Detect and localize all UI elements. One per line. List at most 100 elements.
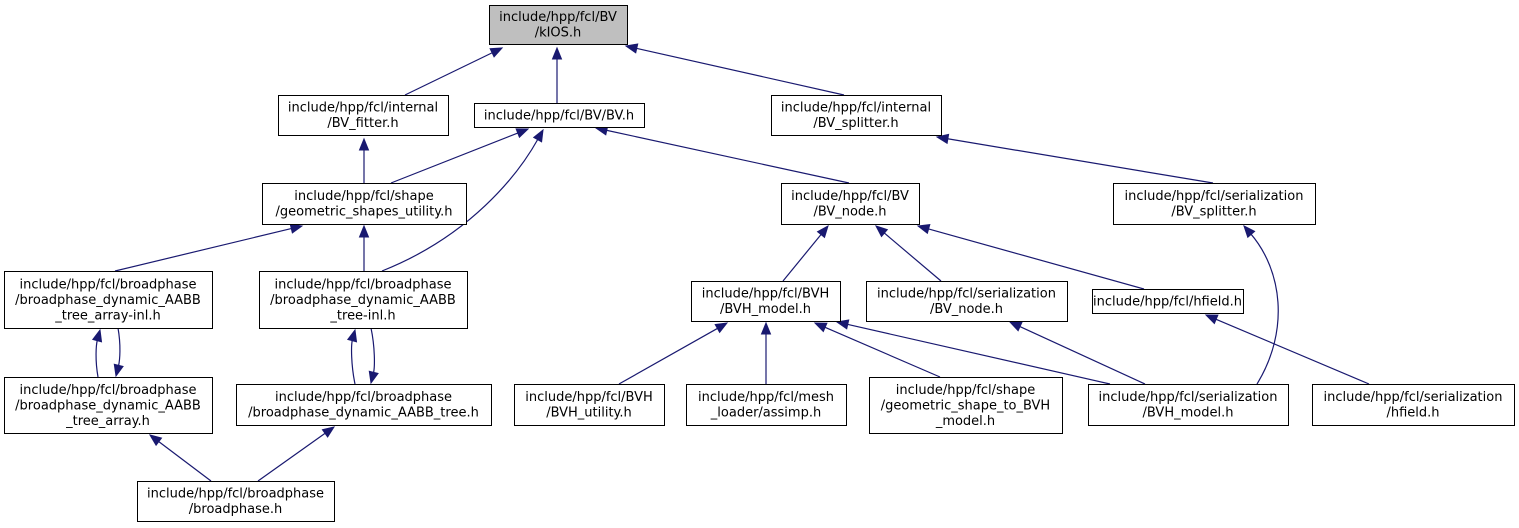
edge-ser_hfield-to-hfield xyxy=(1204,314,1370,385)
edge-geom_util-to-bv_h xyxy=(390,128,530,184)
node-box xyxy=(869,377,1063,434)
node-bp-tree[interactable]: include/hpp/fcl/broadphase/broadphase_dy… xyxy=(236,384,492,426)
arrowhead xyxy=(835,319,850,330)
node-hfield[interactable]: include/hpp/fcl/hfield.h xyxy=(1092,289,1244,314)
edge-bv_fitter-to-kios xyxy=(404,47,504,96)
node-bvh-model[interactable]: include/hpp/fcl/BVH/BVH_model.h xyxy=(691,281,841,322)
arrowhead xyxy=(489,47,504,58)
edge-broadphase-to-bp_tree xyxy=(257,426,336,482)
node-label-line: include/hpp/fcl/BV xyxy=(791,189,909,204)
edge-ser_bvh_model-to-ser_bv_node xyxy=(1008,321,1146,385)
edge-bvh_utility-to-bvh_model xyxy=(618,322,729,385)
node-label-line: /BVH_utility.h xyxy=(546,406,632,421)
arrowhead xyxy=(358,137,370,151)
edge-ser_bv_node-to-bv_node xyxy=(874,225,942,282)
edge-broadphase-to-bp_tree_array xyxy=(148,434,212,482)
node-bp-tree-array-inl[interactable]: include/hpp/fcl/broadphase/broadphase_dy… xyxy=(4,271,213,329)
edge-line xyxy=(390,132,519,184)
node-box xyxy=(1312,384,1515,426)
edge-line xyxy=(846,323,1111,385)
edge-assimp-to-bvh_model xyxy=(760,321,772,384)
edge-line xyxy=(1018,325,1146,385)
node-ser-bv-splitter[interactable]: include/hpp/fcl/serialization/BV_splitte… xyxy=(1113,183,1316,225)
node-bv-splitter[interactable]: include/hpp/fcl/internal/BV_splitter.h xyxy=(771,95,942,136)
node-label-line: _tree_array.h xyxy=(65,414,150,429)
edge-line xyxy=(782,233,823,282)
edge-bp_tree_inl-to-bv_h xyxy=(381,128,544,272)
arrowhead xyxy=(358,224,370,238)
edge-line xyxy=(117,327,121,367)
node-label-line: /broadphase.h xyxy=(189,502,282,517)
node-kios[interactable]: include/hpp/fcl/BV/kIOS.h xyxy=(489,5,628,45)
edge-bv_h-to-kios xyxy=(551,46,563,103)
node-box xyxy=(262,183,467,225)
node-bvh-utility[interactable]: include/hpp/fcl/BVH/BVH_utility.h xyxy=(514,384,665,426)
edge-geom_to_bvh-to-bvh_model xyxy=(813,322,941,378)
edge-bv_splitter-to-kios xyxy=(624,43,845,96)
node-assimp[interactable]: include/hpp/fcl/mesh_loader/assimp.h xyxy=(686,384,847,426)
node-label-line: _model.h xyxy=(935,414,995,429)
node-box xyxy=(137,481,335,522)
arrowhead xyxy=(368,370,379,385)
edge-line xyxy=(927,228,1145,290)
arrowhead xyxy=(1008,321,1023,332)
arrowhead xyxy=(1204,314,1219,325)
node-label-line: include/hpp/fcl/broadphase xyxy=(274,277,451,292)
node-box xyxy=(278,95,449,136)
node-geom-to-bvh[interactable]: include/hpp/fcl/shape/geometric_shape_to… xyxy=(869,377,1063,434)
arrowhead xyxy=(91,328,103,343)
edge-ser_bvh_model-to-bvh_model xyxy=(835,319,1111,385)
node-label-line: /hfield.h xyxy=(1386,406,1439,421)
edge-hfield-to-bv_node xyxy=(916,224,1145,290)
node-label-line: include/hpp/fcl/serialization xyxy=(1125,189,1304,204)
edge-line xyxy=(350,339,356,385)
node-broadphase[interactable]: include/hpp/fcl/broadphase/broadphase.h xyxy=(137,481,335,522)
node-label-line: _tree_array-inl.h xyxy=(54,308,161,323)
node-label-line: /BVH_model.h xyxy=(720,302,811,317)
edge-line xyxy=(946,138,1214,184)
edges-layer xyxy=(91,43,1370,482)
node-label-line: include/hpp/fcl/broadphase xyxy=(19,383,196,398)
edge-bp_tree_array-to-bp_tree_array_inl xyxy=(91,328,103,378)
node-box xyxy=(259,271,468,329)
node-label-line: include/hpp/fcl/BVH xyxy=(702,287,830,302)
node-ser-hfield[interactable]: include/hpp/fcl/serialization/hfield.h xyxy=(1312,384,1515,426)
node-label-line: include/hpp/fcl/serialization xyxy=(877,287,1056,302)
arrowhead xyxy=(714,322,729,334)
node-box xyxy=(866,281,1068,322)
node-box xyxy=(771,95,942,136)
edge-line xyxy=(1250,233,1279,385)
arrowhead xyxy=(532,128,544,143)
arrowhead xyxy=(816,224,829,239)
node-label-line: /BVH_model.h xyxy=(1143,406,1234,421)
node-box xyxy=(474,103,645,128)
node-label-line: include/hpp/fcl/broadphase xyxy=(147,487,324,502)
node-bp-tree-inl[interactable]: include/hpp/fcl/broadphase/broadphase_dy… xyxy=(259,271,468,329)
edge-bp_tree_array_inl-to-bp_tree_array xyxy=(113,327,124,378)
edge-bp_tree_inl-to-geom_util xyxy=(358,224,370,271)
node-ser-bvh-model[interactable]: include/hpp/fcl/serialization/BVH_model.… xyxy=(1088,384,1289,426)
node-label-line: /BV_node.h xyxy=(930,302,1003,317)
node-ser-bv-node[interactable]: include/hpp/fcl/serialization/BV_node.h xyxy=(866,281,1068,322)
edge-line xyxy=(95,339,99,378)
node-box xyxy=(4,271,213,329)
arrowhead xyxy=(760,321,772,335)
node-label-line: /broadphase_dynamic_AABB xyxy=(15,398,201,413)
node-bv-h[interactable]: include/hpp/fcl/BV/BV.h xyxy=(474,103,645,128)
node-bv-node[interactable]: include/hpp/fcl/BV/BV_node.h xyxy=(781,183,920,225)
edge-line xyxy=(404,51,494,96)
arrowhead xyxy=(813,322,828,333)
node-label-line: /BV_fitter.h xyxy=(327,116,398,131)
node-bv-fitter[interactable]: include/hpp/fcl/internal/BV_fitter.h xyxy=(278,95,449,136)
node-label-line: include/hpp/fcl/mesh xyxy=(698,390,834,405)
edge-geom_util-to-bv_fitter xyxy=(358,137,370,183)
edge-line xyxy=(1214,318,1370,385)
node-box xyxy=(1092,289,1244,314)
edge-line xyxy=(883,232,942,282)
node-bp-tree-array[interactable]: include/hpp/fcl/broadphase/broadphase_dy… xyxy=(4,377,213,434)
node-box xyxy=(686,384,847,426)
node-geom-util[interactable]: include/hpp/fcl/shape/geometric_shapes_u… xyxy=(262,183,467,225)
node-box xyxy=(691,281,841,322)
arrowhead xyxy=(551,46,563,60)
arrowhead xyxy=(113,363,124,378)
